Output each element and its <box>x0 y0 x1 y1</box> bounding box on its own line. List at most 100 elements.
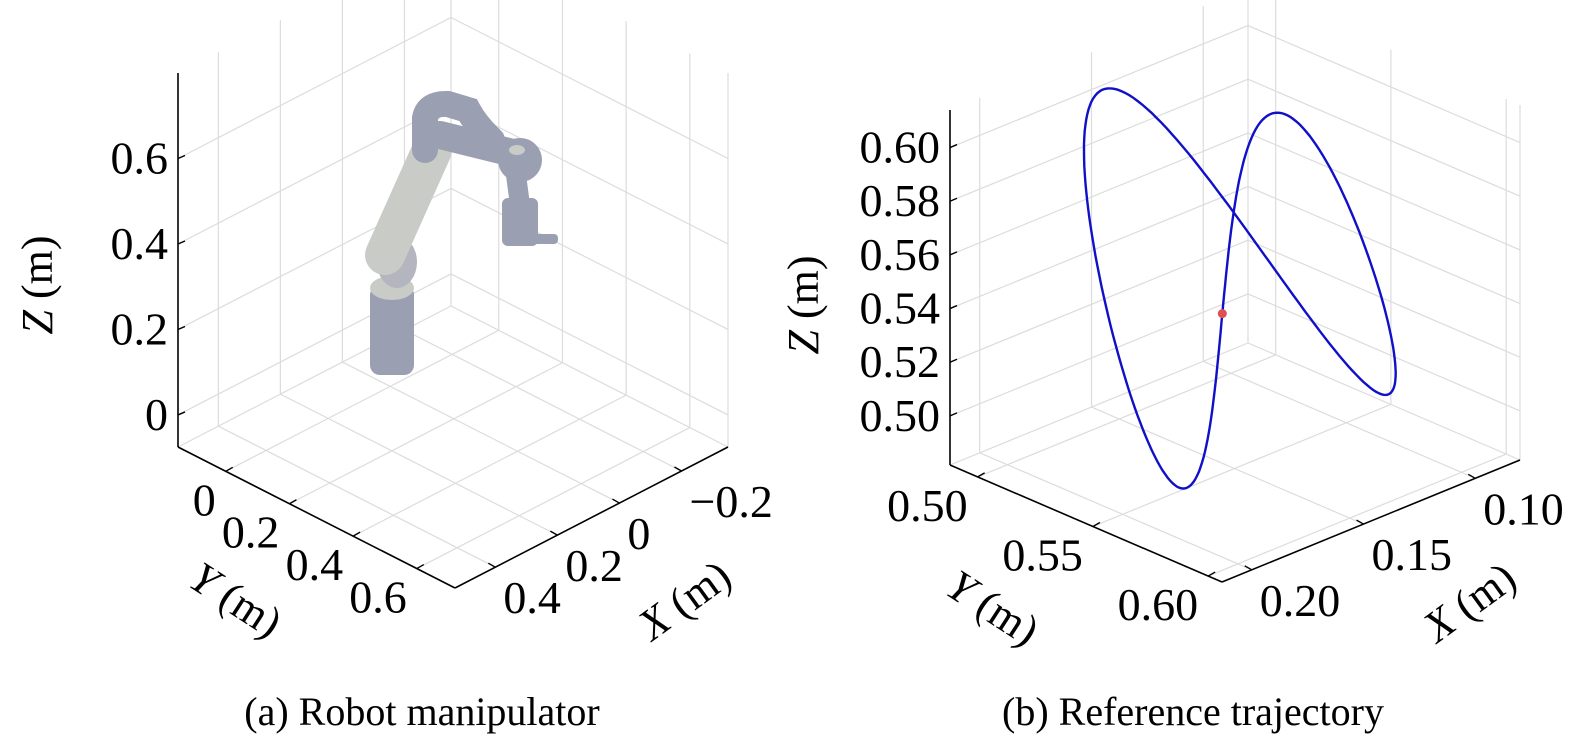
caption-a: (a) Robot manipulator <box>244 689 600 734</box>
grid-line <box>416 427 691 570</box>
z-tick-mark <box>949 412 958 417</box>
grid-line <box>404 329 682 472</box>
y-tick-mark <box>1092 521 1101 528</box>
z-tick-label: 0.54 <box>860 283 941 334</box>
x-tick-label: 0 <box>627 508 650 559</box>
grid-line <box>949 186 1249 310</box>
grid-floor-edge <box>949 342 1249 466</box>
z-axis-title: Z (m) <box>779 255 828 354</box>
z-tick-mark <box>949 251 958 256</box>
x-tick-mark <box>1467 473 1476 479</box>
grid-line <box>450 102 729 245</box>
grid-line <box>1091 406 1364 525</box>
robot-end-effector <box>502 198 538 246</box>
grid-line <box>1247 132 1521 251</box>
grid-floor-edge <box>450 305 729 448</box>
x-tick-label: −0.2 <box>689 476 772 527</box>
grid-line <box>450 273 729 416</box>
z-tick-label: 0.50 <box>860 390 941 441</box>
y-axis-title: Y (m) <box>181 552 291 647</box>
robot-elbow-link <box>412 90 505 163</box>
grid-line <box>225 329 500 472</box>
z-tick-mark <box>177 154 186 160</box>
y-tick-mark <box>977 472 986 478</box>
grid-line <box>949 132 1249 256</box>
y-tick-mark <box>225 466 234 472</box>
grid-line <box>1092 403 1392 528</box>
y-axis-line <box>177 446 456 589</box>
grid-line <box>1203 360 1476 479</box>
y-tick-label: 0.55 <box>1002 529 1083 580</box>
grid-line <box>450 16 729 160</box>
robot-base <box>370 285 414 375</box>
grid-line <box>1247 25 1521 144</box>
z-tick-mark <box>177 411 186 416</box>
y-tick-mark <box>416 563 425 570</box>
x-tick-mark <box>550 530 558 536</box>
grid-line <box>289 362 563 505</box>
grid-b <box>949 0 1521 577</box>
grid-line <box>1247 293 1521 412</box>
y-tick-label: 0.4 <box>286 539 344 590</box>
z-tick-mark <box>949 143 958 149</box>
grid-floor-edge <box>1247 342 1521 461</box>
z-tick-label: 0.52 <box>860 336 941 387</box>
robot-tool <box>530 234 558 244</box>
z-axis-title-unit: (m) <box>779 255 828 330</box>
z-tick-label: 0.2 <box>111 303 169 354</box>
y-tick-label: 0.50 <box>887 480 968 531</box>
z-axis-title-var: Z <box>13 310 62 335</box>
grid-line <box>177 16 452 160</box>
x-tick-mark <box>487 562 496 568</box>
y-tick-label: 0.6 <box>349 572 407 623</box>
x-axis-line <box>454 446 729 589</box>
caption-b: (b) Reference trajectory <box>1002 689 1384 734</box>
grid-line <box>177 102 452 245</box>
y-tick-label: 0.60 <box>1118 579 1199 630</box>
grid-line <box>1247 78 1521 197</box>
trajectory-line <box>1082 87 1397 490</box>
y-tick-mark <box>289 499 297 505</box>
y-tick-label: 0.2 <box>222 507 280 558</box>
z-tick-label: 0.60 <box>860 122 941 173</box>
z-tick-mark <box>949 358 958 363</box>
grid-line <box>218 425 496 568</box>
x-tick-mark <box>612 498 620 504</box>
grid-line <box>342 361 620 504</box>
grid-line <box>1247 186 1521 305</box>
x-tick-label: 0.4 <box>503 572 561 623</box>
x-tick-label: 0.15 <box>1372 529 1453 580</box>
z-tick-label: 0.56 <box>860 229 941 280</box>
robot-arm-model <box>365 90 558 375</box>
grid-line <box>280 393 558 536</box>
grid-a <box>177 0 729 570</box>
x-tick-mark <box>1356 519 1364 525</box>
x-axis-title: X (m) <box>627 551 739 651</box>
grid-line <box>979 452 1252 571</box>
x-tick-label: 0.20 <box>1260 575 1341 626</box>
grid-line <box>977 354 1276 478</box>
x-tick-label: 0.2 <box>565 540 623 591</box>
grid-line <box>949 78 1249 202</box>
grid-line <box>949 239 1249 363</box>
robot-upper-arm <box>365 130 452 275</box>
x-tick-mark <box>1244 565 1253 571</box>
z-axis-title-var: Z <box>779 330 828 355</box>
y-axis-line <box>949 464 1223 583</box>
grid-line <box>450 187 729 330</box>
z-axis-title: Z (m) <box>13 235 62 334</box>
z-tick-mark <box>949 197 958 202</box>
grid-line <box>1247 239 1521 358</box>
robot-wrist-hole <box>509 145 525 155</box>
x-axis-line <box>1221 459 1521 583</box>
grid-line <box>1207 453 1507 577</box>
grid-line <box>949 293 1249 417</box>
x-tick-label: 0.10 <box>1483 483 1564 534</box>
z-tick-mark <box>177 325 186 331</box>
z-tick-label: 0 <box>145 389 168 440</box>
